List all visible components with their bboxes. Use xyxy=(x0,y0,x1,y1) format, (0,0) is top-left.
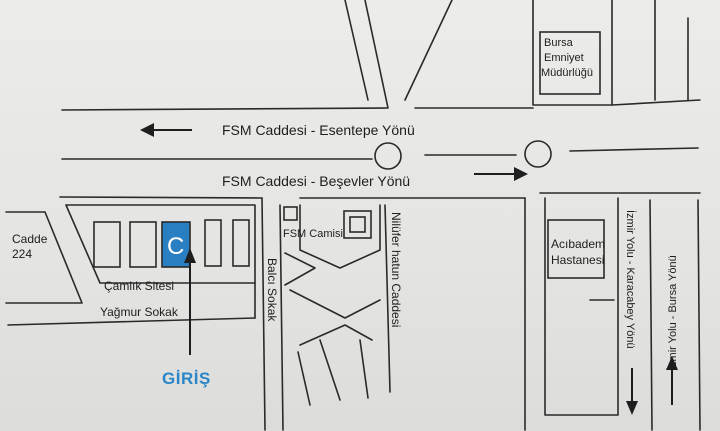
label-emniyet-2: Emniyet xyxy=(544,52,584,64)
label-yagmur: Yağmur Sokak xyxy=(100,305,179,319)
arrow-down xyxy=(626,368,638,415)
label-cadde-2: 224 xyxy=(12,247,32,261)
left-area xyxy=(5,204,256,326)
building-c xyxy=(161,221,191,268)
emniyet-block xyxy=(532,0,689,106)
label-fsm-lower: FSM Caddesi - Beşevler Yönü xyxy=(222,173,410,189)
center-streets xyxy=(261,197,391,431)
arrow-left xyxy=(140,123,192,137)
entrance-arrow xyxy=(184,248,196,355)
arrow-up xyxy=(666,356,678,405)
building-c-letter: C xyxy=(167,233,184,260)
label-cadde-1: Cadde xyxy=(12,232,48,246)
arrow-right xyxy=(474,167,528,181)
label-acibadem-1: Acıbadem xyxy=(551,237,605,251)
label-izmir-karacabey: İzmir Yolu - Karacabey Yönü xyxy=(624,210,637,349)
fsm-caddesi-roads xyxy=(59,0,701,199)
roundabout-left xyxy=(374,142,402,170)
right-area xyxy=(524,197,701,431)
label-acibadem-2: Hastanesi xyxy=(551,253,604,267)
label-emniyet-1: Bursa xyxy=(544,37,574,49)
entrance-label: GİRİŞ xyxy=(162,369,211,388)
label-fsm-camisi: FSM Camisi xyxy=(283,228,343,240)
label-fsm-upper: FSM Caddesi - Esentepe Yönü xyxy=(222,122,415,138)
label-emniyet-3: Müdürlüğü xyxy=(541,67,593,79)
label-balci: Balcı Sokak xyxy=(265,258,279,322)
label-nilufer: Nilüfer hatun Caddesi xyxy=(389,212,403,327)
roundabout-right xyxy=(524,140,552,168)
label-camlik: Çamlık Sitesi xyxy=(104,279,174,293)
label-izmir-bursa: İzmir Yolu - Bursa Yönü xyxy=(666,255,679,370)
